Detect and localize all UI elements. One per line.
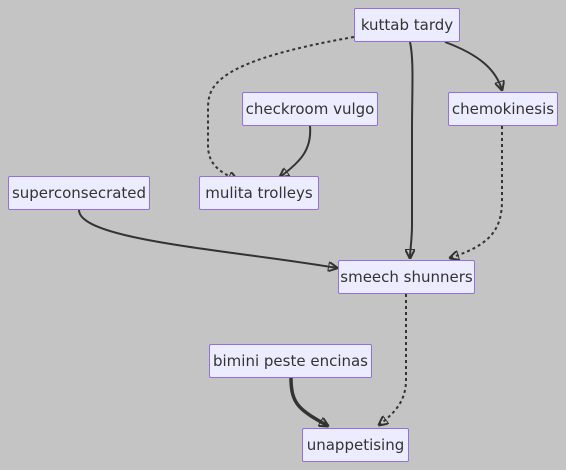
edge-kuttab-tardy-to-smeech-shunners <box>410 41 413 258</box>
node-kuttab-tardy: kuttab tardy <box>354 8 460 42</box>
edge-bimini-peste-encinas-to-unappetising <box>289 377 328 426</box>
node-unappetising: unappetising <box>302 428 409 462</box>
edge-superconsecrated-to-smeech-shunners <box>78 209 337 268</box>
node-superconsecrated: superconsecrated <box>8 176 150 210</box>
edge-kuttab-tardy-to-mulita-trolleys <box>207 36 355 180</box>
edge-checkroom-vulgo-to-mulita-trolleys <box>280 125 312 177</box>
node-mulita-trolleys: mulita trolleys <box>199 176 319 210</box>
node-smeech-shunners: smeech shunners <box>338 260 475 294</box>
edge-kuttab-tardy-to-chemokinesis <box>444 41 502 90</box>
edge-smeech-shunners-to-unappetising <box>379 294 407 425</box>
node-chemokinesis: chemokinesis <box>448 92 558 126</box>
node-checkroom-vulgo: checkroom vulgo <box>242 92 378 126</box>
node-bimini-peste-encinas: bimini peste encinas <box>209 344 372 378</box>
edge-chemokinesis-to-smeech-shunners <box>450 126 503 258</box>
